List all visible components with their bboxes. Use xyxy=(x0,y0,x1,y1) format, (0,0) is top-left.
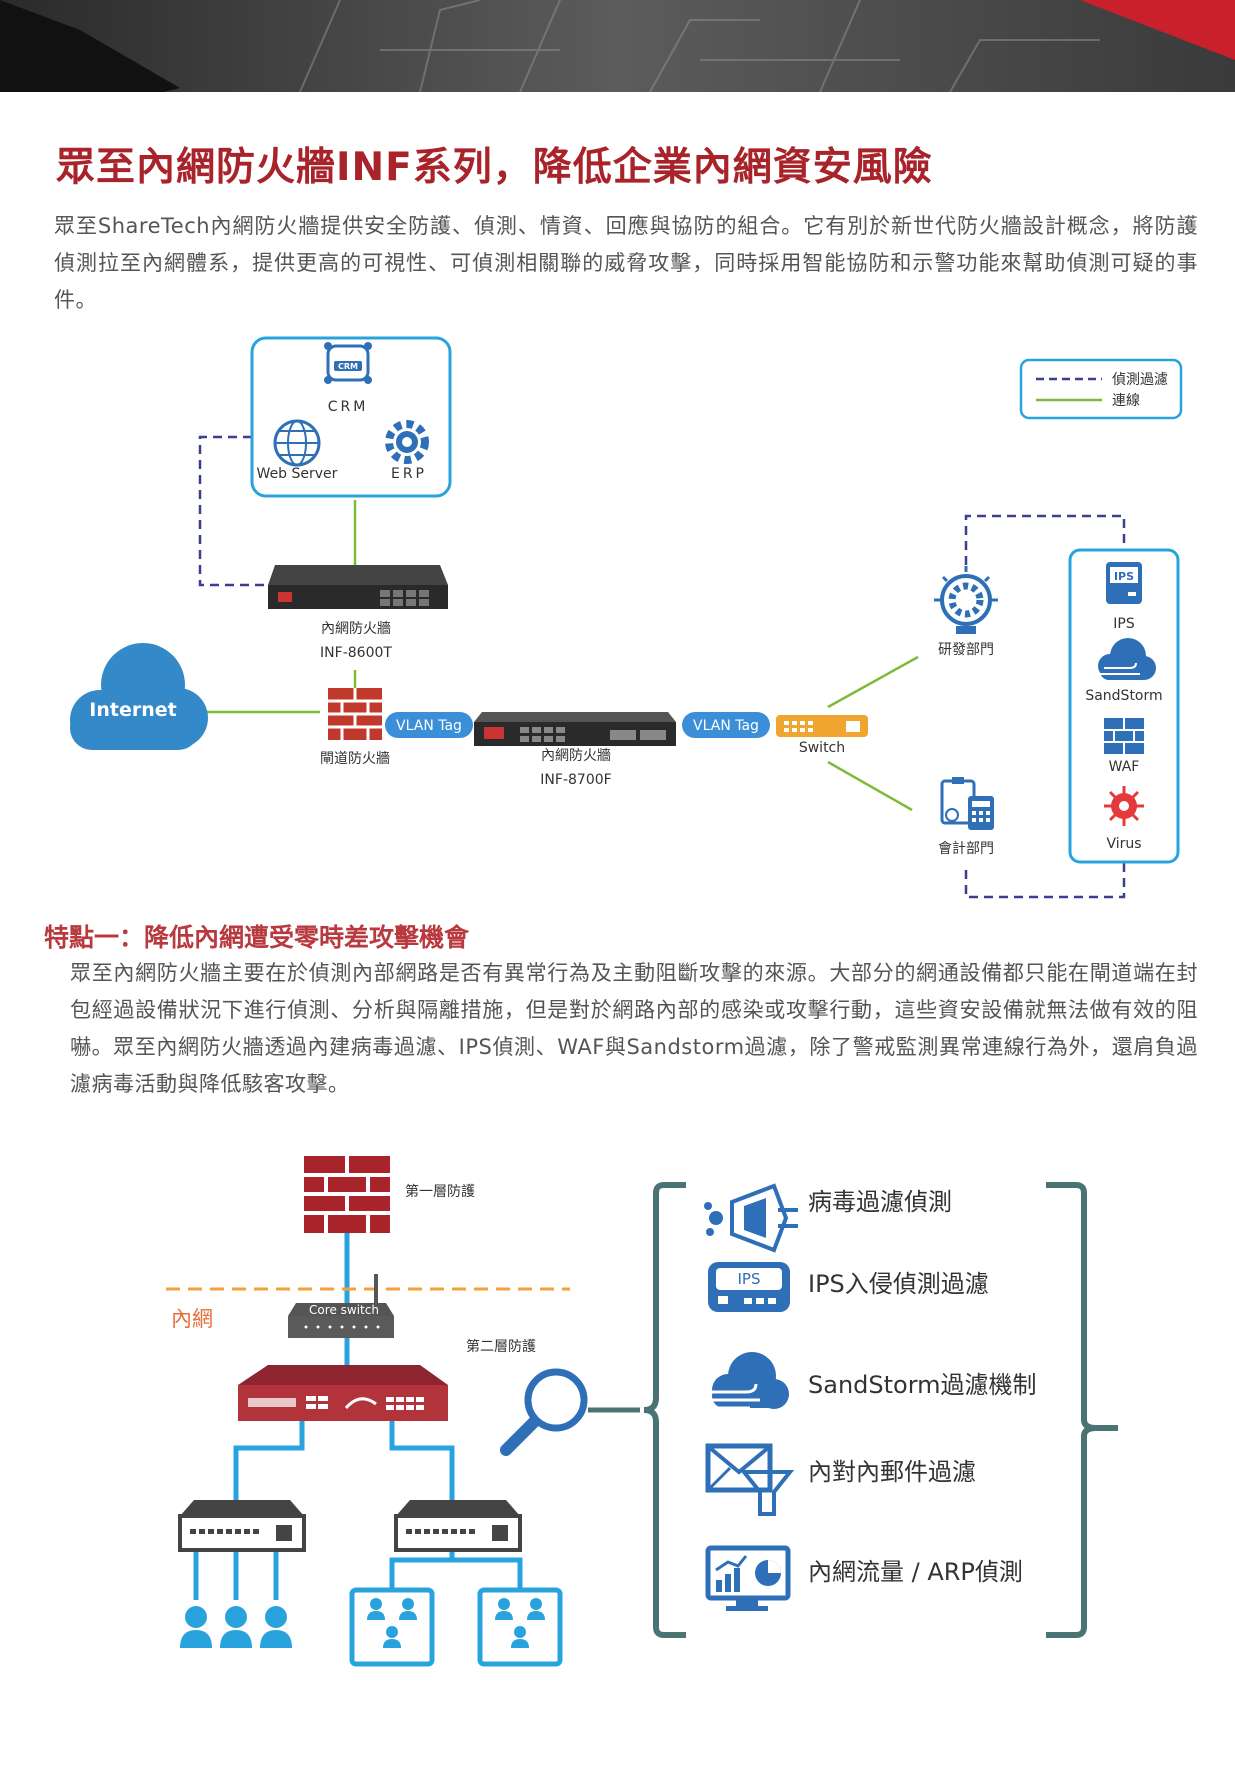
switch-label: Switch xyxy=(799,740,845,756)
vlan-tag-left xyxy=(385,712,473,738)
accounting-calculator-icon xyxy=(940,777,994,830)
inf-8700f-name: 內網防火牆 xyxy=(541,748,611,764)
ips-service-label: IPS xyxy=(1113,616,1135,632)
vlan-tag-right-label: VLAN Tag xyxy=(693,718,759,734)
core-switch-icon xyxy=(288,1274,394,1338)
waf-service-label: WAF xyxy=(1109,759,1140,775)
feature-antivirus-label: 病毒過濾偵測 xyxy=(808,1188,952,1216)
dashed-link-rd xyxy=(964,514,1126,565)
sandstorm-cloud-icon xyxy=(1098,638,1156,680)
core-switch-label: Core switch xyxy=(309,1303,379,1317)
gateway-firewall-icon xyxy=(328,688,382,740)
link-switch-rd xyxy=(827,655,919,709)
network-links xyxy=(193,1421,523,1600)
vlan-tag-left-label: VLAN Tag xyxy=(396,718,462,734)
erp-label: ERP xyxy=(391,466,427,482)
internet-cloud-icon xyxy=(70,643,208,750)
ips-device-badge: IPS xyxy=(1114,570,1134,583)
user-icon xyxy=(260,1606,292,1648)
magnifier-icon xyxy=(500,1368,640,1456)
user-icon xyxy=(220,1606,252,1648)
page-title: 眾至內網防火牆INF系列，降低企業內網資安風險 xyxy=(56,145,933,190)
feature-traffic-arp-label: 內網流量 / ARP偵測 xyxy=(808,1558,1023,1586)
right-bracket xyxy=(1046,1182,1097,1638)
accounting-dept-label: 會計部門 xyxy=(938,841,994,857)
antivirus-shield-icon xyxy=(704,1183,798,1253)
layer-one-label: 第一層防護 xyxy=(405,1183,475,1200)
feature-mail-filter-label: 內對內郵件過濾 xyxy=(808,1458,976,1486)
legend-dashed-label: 偵測過濾 xyxy=(1112,372,1168,388)
inf-8700f-device xyxy=(474,712,676,746)
link-switch-acc xyxy=(827,760,913,812)
ips-device-icon: IPS xyxy=(1106,562,1142,604)
mail-filter-icon xyxy=(705,1443,795,1516)
rd-lightbulb-gear-icon xyxy=(934,566,998,634)
feature-ips-label: IPS入侵偵測過濾 xyxy=(808,1270,989,1298)
gateway-firewall-label: 閘道防火牆 xyxy=(320,751,390,767)
traffic-monitor-icon xyxy=(705,1545,791,1611)
dashed-link-acc xyxy=(964,862,1126,899)
ips-badge: IPS xyxy=(738,1270,761,1288)
virus-icon xyxy=(1104,786,1144,826)
services-box: IPS IPS SandStorm WAF Virus xyxy=(1068,548,1180,864)
user-group-right-icon xyxy=(477,1587,563,1667)
rd-dept-label: 研發部門 xyxy=(938,642,994,658)
inf-8600t-device xyxy=(268,565,448,609)
sandstorm-cloud-icon-large xyxy=(704,1352,789,1410)
access-switch-left-icon xyxy=(178,1500,306,1552)
inf-8700f-model: INF-8700F xyxy=(540,772,611,788)
feature-one-title: 特點一：降低內網遭受零時差攻擊機會 xyxy=(44,923,470,952)
inf-firewall-appliance xyxy=(238,1338,448,1421)
vlan-tag-right xyxy=(682,712,770,738)
inf-8600t-model: INF-8600T xyxy=(320,645,392,661)
erp-gear-icon xyxy=(385,420,429,464)
layer-two-label: 第二層防護 xyxy=(466,1338,536,1355)
crm-icon: CRM xyxy=(324,342,372,384)
ips-device-icon-large: IPS xyxy=(708,1262,790,1312)
virus-service-label: Virus xyxy=(1106,836,1141,852)
layer-one-firewall-icon xyxy=(304,1156,390,1233)
web-server-icon xyxy=(273,419,321,467)
web-server-label: Web Server xyxy=(257,466,338,482)
switch-icon xyxy=(776,715,868,737)
internet-label: Internet xyxy=(89,699,176,721)
intranet-label: 內網 xyxy=(171,1307,213,1331)
left-bracket xyxy=(643,1182,686,1638)
dashed-link-servers xyxy=(198,435,268,587)
network-topology-diagram: 偵測過濾 連線 CRM CRM Web Server xyxy=(70,336,1183,899)
feature-sandstorm-label: SandStorm過濾機制 xyxy=(808,1371,1037,1399)
access-switch-right-icon xyxy=(394,1500,522,1552)
waf-wall-icon xyxy=(1104,718,1144,754)
header-banner xyxy=(0,0,1235,92)
intro-paragraph: 眾至ShareTech內網防火牆提供安全防護、偵測、情資、回應與協防的組合。它有… xyxy=(54,214,1198,312)
crm-badge: CRM xyxy=(338,362,358,371)
legend: 偵測過濾 連線 xyxy=(1019,358,1183,420)
inf-8600t-name: 內網防火牆 xyxy=(321,621,391,637)
user-group-left-icon xyxy=(349,1587,435,1667)
user-icons xyxy=(180,1606,292,1648)
protection-layers-diagram: 第一層防護 內網 Core switch 第二層防護 xyxy=(166,1156,1118,1667)
sandstorm-service-label: SandStorm xyxy=(1085,688,1162,704)
user-icon xyxy=(180,1606,212,1648)
feature-one-paragraph: 眾至內網防火牆主要在於偵測內部網路是否有異常行為及主動阻斷攻擊的來源。大部分的網… xyxy=(70,961,1198,1096)
legend-solid-label: 連線 xyxy=(1112,393,1140,409)
server-group: CRM CRM Web Server ERP xyxy=(250,336,452,498)
crm-label: CRM xyxy=(328,399,369,415)
